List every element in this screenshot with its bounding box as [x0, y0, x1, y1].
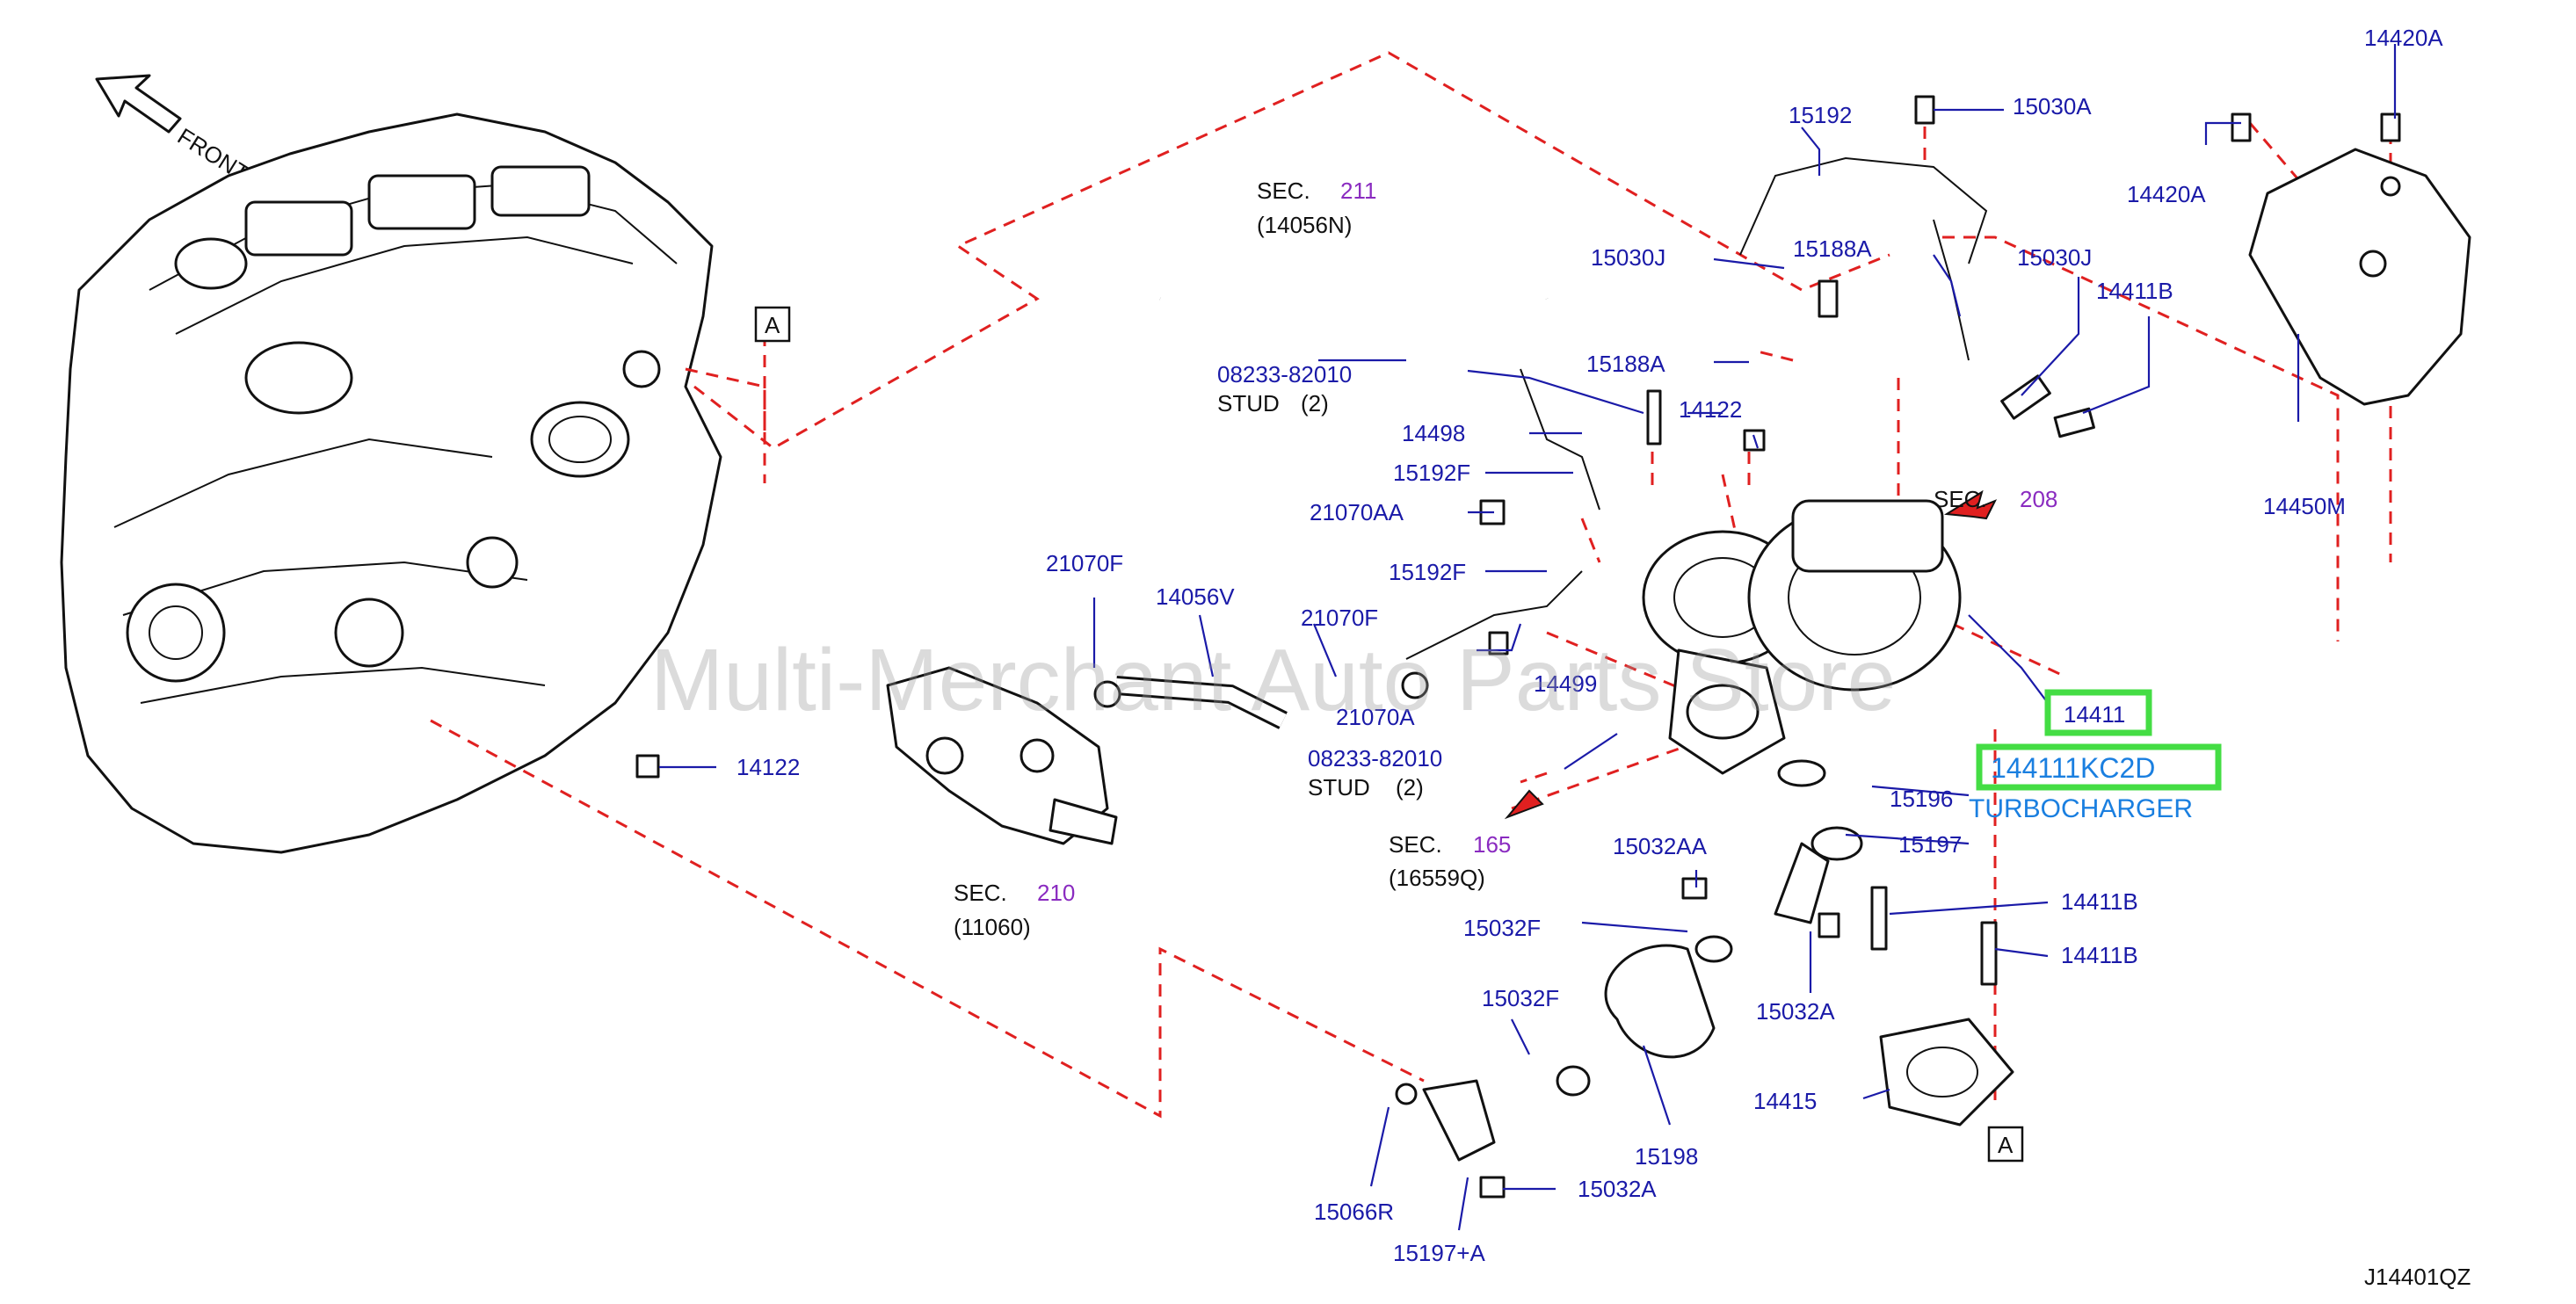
label-15192: 15192 [1789, 102, 1852, 128]
label-15188A-top: 15188A [1793, 235, 1872, 262]
fasteners [635, 95, 2401, 1199]
callout-part-number: 144111KC2D [1991, 752, 2155, 784]
label-21070AA: 21070AA [1310, 499, 1404, 525]
label-14056V: 14056V [1156, 583, 1235, 610]
label-15030J-right: 15030J [2017, 244, 2092, 271]
sec-208-arrow-icon [1943, 489, 1998, 520]
leader-lines [659, 44, 2397, 1231]
label-14420A-left: 14420A [2127, 181, 2206, 207]
sec-165-sub: (16559Q) [1389, 865, 1485, 891]
label-15032F-bottom: 15032F [1482, 985, 1559, 1011]
sec-211-sub: (14056N) [1257, 212, 1352, 238]
label-14411B-top: 14411B [2096, 278, 2173, 304]
sec-165-number: 165 [1473, 831, 1511, 858]
stud-qty-top: (2) [1301, 390, 1329, 417]
ref-marker-top-label: A [765, 312, 780, 338]
label-21070F-right: 21070F [1301, 605, 1378, 631]
sec-211-number: 211 [1340, 177, 1376, 204]
label-15032A-mid: 15032A [1756, 998, 1835, 1025]
label-15030A: 15030A [2013, 93, 2092, 120]
diagram-code: J14401QZ [2364, 1264, 2471, 1290]
sec-210-number: 210 [1037, 880, 1075, 906]
label-15032AA: 15032AA [1613, 833, 1708, 859]
label-15198: 15198 [1635, 1143, 1698, 1170]
label-15032F-top: 15032F [1463, 915, 1541, 941]
watermark: Multi-Merchant Auto Parts Store [650, 631, 1896, 729]
label-15032A-bottom: 15032A [1578, 1176, 1657, 1202]
stud-note-bottom: 08233-82010 STUD (2) [1308, 745, 1442, 801]
engine-assembly-illustration [60, 112, 722, 854]
sec-210-ref: SEC. 210 (11060) [954, 880, 1075, 940]
label-15192F-bottom: 15192F [1389, 559, 1466, 585]
sec-211-word: SEC. [1257, 177, 1310, 204]
sec-165-ref: SEC. 165 (16559Q) [1389, 831, 1511, 891]
label-21070A: 21070A [1336, 704, 1415, 730]
sec-208-word: SEC. [1934, 486, 1987, 512]
label-14122-mid: 14122 [1679, 396, 1742, 423]
front-indicator: FRONT [95, 74, 254, 187]
label-14122-left: 14122 [737, 754, 800, 780]
stud-part-bottom: 08233-82010 [1308, 745, 1442, 772]
stud-desc-bottom: STUD [1308, 774, 1370, 801]
stud-part-top: 08233-82010 [1217, 361, 1352, 388]
label-21070F-left: 21070F [1046, 550, 1123, 576]
ref-marker-bottom: A [1987, 1126, 2024, 1163]
label-15192F-top: 15192F [1393, 460, 1470, 486]
sec-210-sub: (11060) [954, 914, 1031, 940]
hoses-and-pipes [1093, 156, 2014, 1162]
stud-desc-top: STUD [1217, 390, 1280, 417]
ref-marker-bottom-label: A [1998, 1132, 2014, 1158]
turbocharger-illustration [1642, 499, 1962, 775]
heat-shield-illustration [2248, 148, 2471, 406]
front-arrow-icon [95, 74, 182, 134]
sec-208-ref: SEC. 208 [1934, 486, 2057, 512]
sec-165-arrow-icon [1504, 789, 1544, 820]
label-14499: 14499 [1534, 670, 1597, 697]
label-15030J-left: 15030J [1591, 244, 1665, 271]
label-15188A-mid: 15188A [1586, 351, 1665, 377]
turbocharger-callout[interactable]: 144111KC2D TURBOCHARGER [1969, 743, 2222, 823]
label-15197: 15197 [1898, 831, 1962, 858]
sec-208-number: 208 [2020, 486, 2057, 512]
sec-211-ref: SEC. 211 (14056N) [1257, 177, 1376, 238]
highlight-14411[interactable]: 14411 [2044, 689, 2152, 736]
stud-note-top: 08233-82010 STUD (2) [1217, 361, 1352, 417]
label-15196: 15196 [1890, 786, 1953, 812]
stud-qty-bottom: (2) [1396, 774, 1424, 801]
label-14415: 14415 [1753, 1088, 1817, 1114]
sec-165-word: SEC. [1389, 831, 1442, 858]
label-14450M: 14450M [2263, 493, 2346, 519]
label-14498: 14498 [1402, 420, 1465, 446]
highlight-14411-label: 14411 [2064, 701, 2125, 728]
label-14411B-mid: 14411B [2061, 888, 2138, 915]
sec-210-word: SEC. [954, 880, 1007, 906]
label-14420A-right: 14420A [2364, 25, 2443, 51]
part-labels: 15192 15030A 14420A 14420A 15030J 15188A… [737, 25, 2443, 1266]
label-15066R: 15066R [1314, 1199, 1394, 1225]
label-14411B-bottom: 14411B [2061, 942, 2138, 968]
callout-part-name: TURBOCHARGER [1969, 794, 2193, 823]
water-outlet-illustration [886, 666, 1118, 845]
label-15197A: 15197+A [1393, 1240, 1485, 1266]
ref-marker-top: A [754, 306, 791, 343]
